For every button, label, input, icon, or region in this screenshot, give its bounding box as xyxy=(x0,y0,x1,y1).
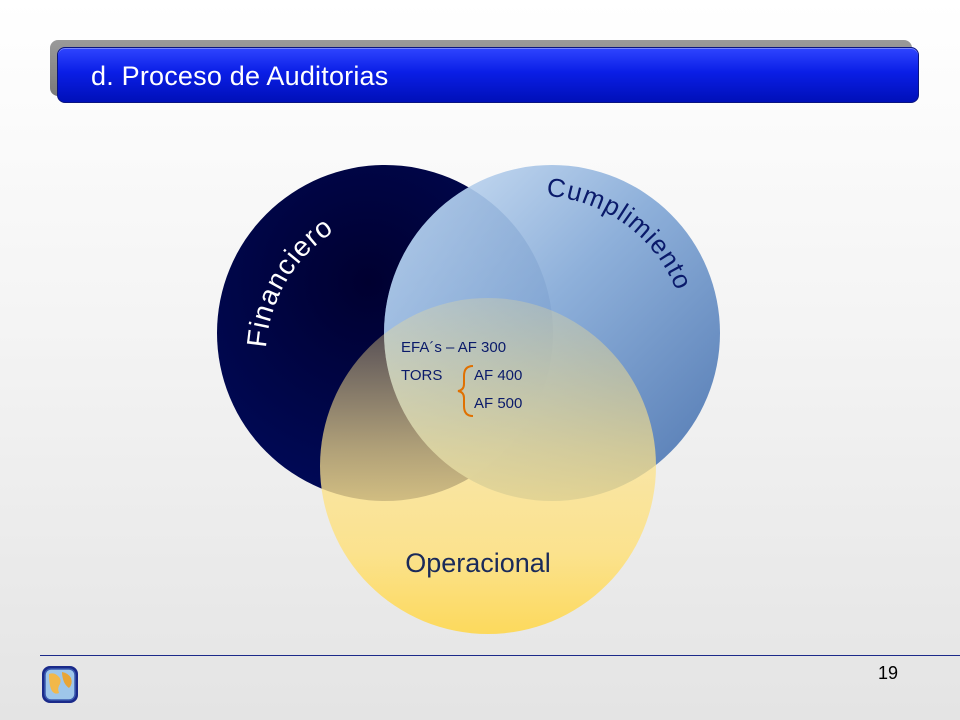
center-line-1: EFA´s – AF 300 xyxy=(401,339,506,356)
venn-circle-operacional xyxy=(320,298,656,634)
footer-divider xyxy=(40,655,960,656)
center-bracket xyxy=(457,365,474,417)
title-bar: d. Proceso de Auditorias xyxy=(57,47,919,103)
center-line-2-prefix: TORS xyxy=(401,367,442,384)
globe-shield-icon xyxy=(42,666,78,703)
page-title: d. Proceso de Auditorias xyxy=(91,61,389,91)
set-label-operacional: Operacional xyxy=(405,548,551,578)
page-number: 19 xyxy=(878,663,899,683)
center-line-2-value: AF 400 xyxy=(474,367,522,384)
center-line-3-value: AF 500 xyxy=(474,395,522,412)
